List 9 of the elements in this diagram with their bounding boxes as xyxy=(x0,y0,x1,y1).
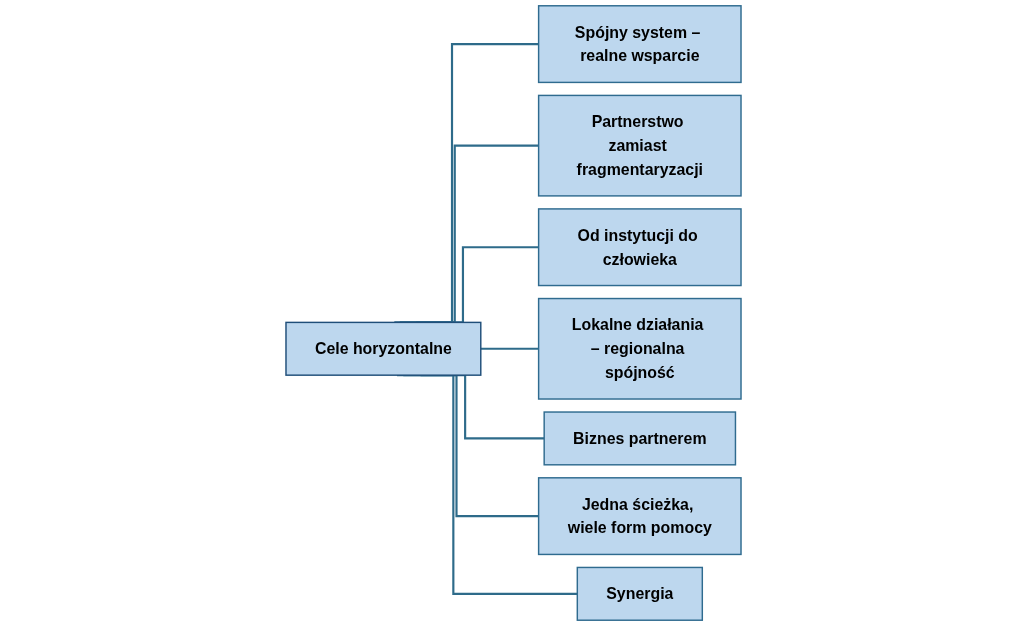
node-box: Jedna ścieżka, wiele form pomocy xyxy=(537,477,742,556)
connector xyxy=(480,347,539,350)
node-box: Biznes partnerem xyxy=(543,411,737,466)
node-box: Partnerstwo zamiast fragmentaryzacji xyxy=(537,94,742,197)
node-box: Synergia xyxy=(576,566,704,621)
node-box: Od instytucji do człowieka xyxy=(537,208,742,287)
node-box: Cele horyzontalne xyxy=(285,321,482,376)
node-box: Lokalne działania – regionalna spójność xyxy=(537,297,742,400)
node-box: Spójny system – realne wsparcie xyxy=(537,5,742,84)
